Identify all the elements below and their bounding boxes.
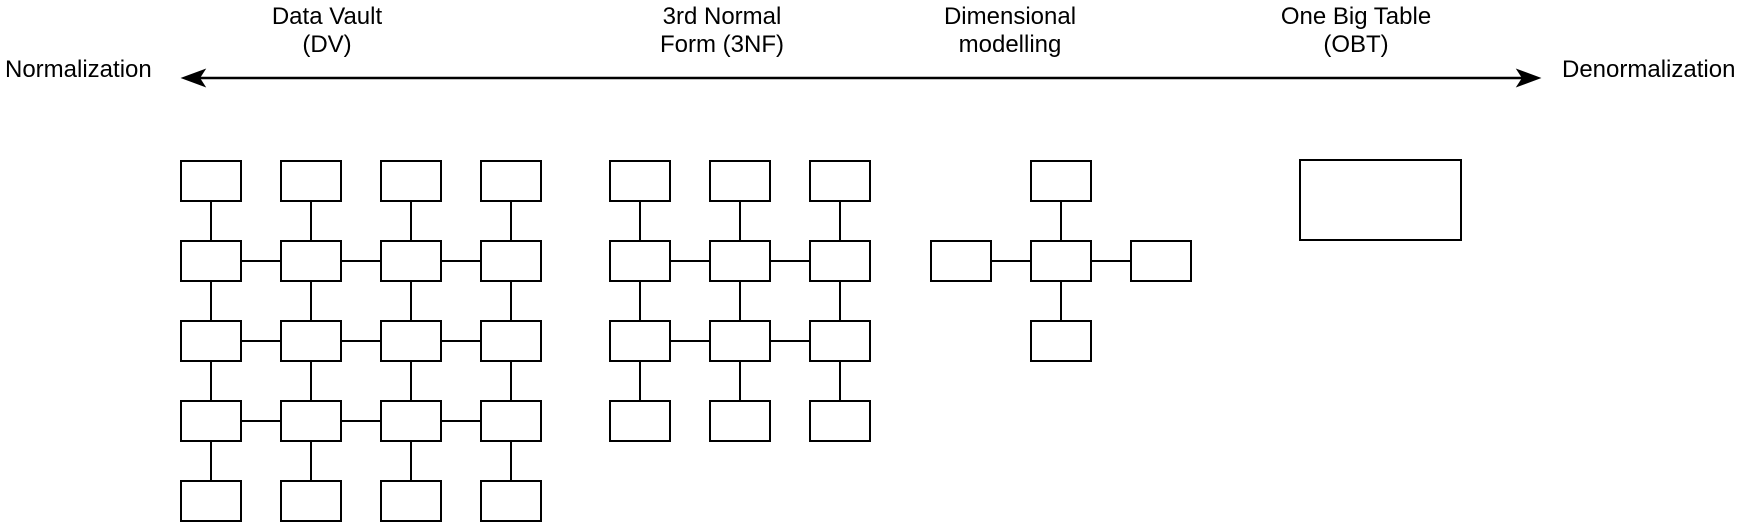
- denormalization-label: Denormalization: [1562, 56, 1736, 83]
- 3nf-table-box: [709, 160, 771, 202]
- 3nf-table-box: [809, 400, 871, 442]
- dimensional-table-box: [1030, 160, 1092, 202]
- dimensional-modelling-label: Dimensional modelling: [944, 3, 1076, 59]
- data-vault-table-box: [280, 400, 342, 442]
- data-vault-table-box: [280, 480, 342, 522]
- dimensional-table-box: [1030, 320, 1092, 362]
- data-vault-table-box: [380, 480, 442, 522]
- data-vault-table-box: [480, 480, 542, 522]
- data-vault-table-box: [380, 320, 442, 362]
- data-vault-table-box: [180, 240, 242, 282]
- obt-label: One Big Table (OBT): [1281, 3, 1431, 59]
- 3nf-table-box: [709, 320, 771, 362]
- data-vault-label-line1: Data Vault: [271, 3, 383, 30]
- 3nf-table-box: [609, 400, 671, 442]
- data-vault-table-box: [280, 240, 342, 282]
- spectrum-arrow-head-left: [180, 68, 207, 88]
- data-vault-table-box: [180, 160, 242, 202]
- data-vault-table-box: [280, 160, 342, 202]
- data-vault-table-box: [480, 400, 542, 442]
- 3nf-table-box: [609, 320, 671, 362]
- data-vault-table-box: [480, 160, 542, 202]
- normalization-label: Normalization: [5, 56, 152, 83]
- 3nf-table-box: [809, 160, 871, 202]
- spectrum-arrow-head-right: [1515, 68, 1542, 88]
- 3nf-table-box: [809, 240, 871, 282]
- 3nf-label-line1: 3rd Normal: [662, 3, 782, 30]
- obt-table-box: [1299, 159, 1462, 241]
- 3nf-label: 3rd Normal Form (3NF): [660, 3, 784, 59]
- data-vault-table-box: [380, 160, 442, 202]
- data-vault-table-box: [180, 320, 242, 362]
- dimensional-table-box: [1030, 240, 1092, 282]
- dimensional-table-box: [930, 240, 992, 282]
- dimensional-modelling-label-line1: Dimensional: [943, 3, 1077, 30]
- data-vault-table-box: [380, 400, 442, 442]
- 3nf-table-box: [609, 240, 671, 282]
- data-vault-label-line2: (DV): [302, 31, 352, 58]
- data-vault-label: Data Vault (DV): [272, 3, 382, 59]
- data-vault-table-box: [180, 480, 242, 522]
- 3nf-label-line2: Form (3NF): [660, 31, 784, 58]
- data-vault-table-box: [480, 320, 542, 362]
- 3nf-table-box: [709, 240, 771, 282]
- data-vault-table-box: [180, 400, 242, 442]
- obt-label-line1: One Big Table: [1280, 3, 1432, 30]
- 3nf-table-box: [809, 320, 871, 362]
- dimensional-table-box: [1130, 240, 1192, 282]
- 3nf-table-box: [609, 160, 671, 202]
- data-vault-table-box: [480, 240, 542, 282]
- dimensional-modelling-label-line2: modelling: [958, 31, 1062, 58]
- 3nf-table-box: [709, 400, 771, 442]
- data-vault-table-box: [280, 320, 342, 362]
- data-vault-table-box: [380, 240, 442, 282]
- obt-label-line2: (OBT): [1323, 31, 1389, 58]
